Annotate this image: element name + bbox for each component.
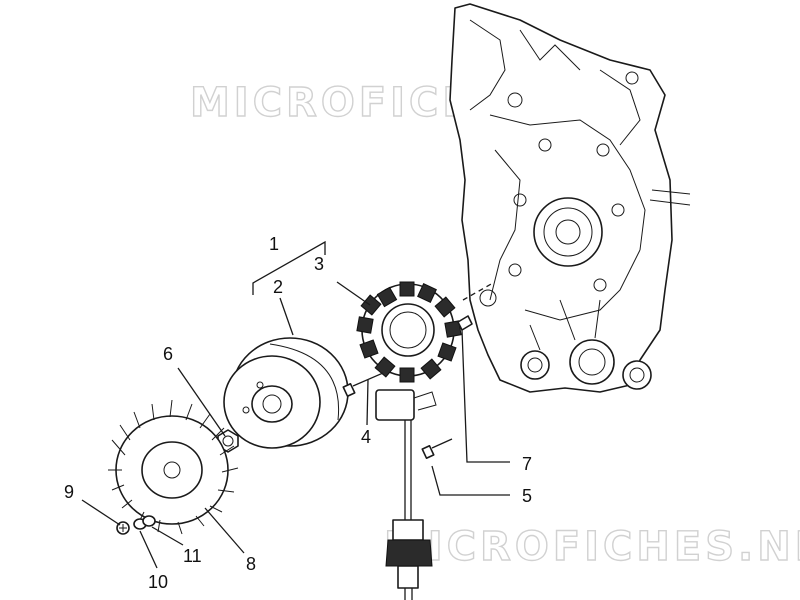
callout-3: 3 [314, 254, 324, 274]
callout-5: 5 [522, 486, 532, 506]
callout-9: 9 [64, 482, 74, 502]
callout-2: 2 [273, 277, 283, 297]
flywheel [223, 337, 349, 449]
callout-4: 4 [361, 427, 371, 447]
stator [356, 281, 462, 383]
watermark-bottom: MICROFICHES.NET [384, 524, 800, 570]
stator-bolt [342, 372, 384, 398]
cooling-fan [108, 399, 239, 535]
callout-1: 1 [269, 234, 279, 254]
pickup-bolt [421, 438, 453, 460]
callout-8: 8 [246, 554, 256, 574]
callout-10: 10 [148, 572, 168, 592]
engine-crankcase [449, 3, 691, 393]
callout-11: 11 [183, 546, 202, 566]
callout-6: 6 [163, 344, 173, 364]
leader-lines [81, 240, 510, 569]
pickup-and-cable [375, 389, 437, 600]
fan-washers [133, 515, 156, 530]
callout-7: 7 [522, 454, 532, 474]
woodruff-key [457, 315, 473, 331]
